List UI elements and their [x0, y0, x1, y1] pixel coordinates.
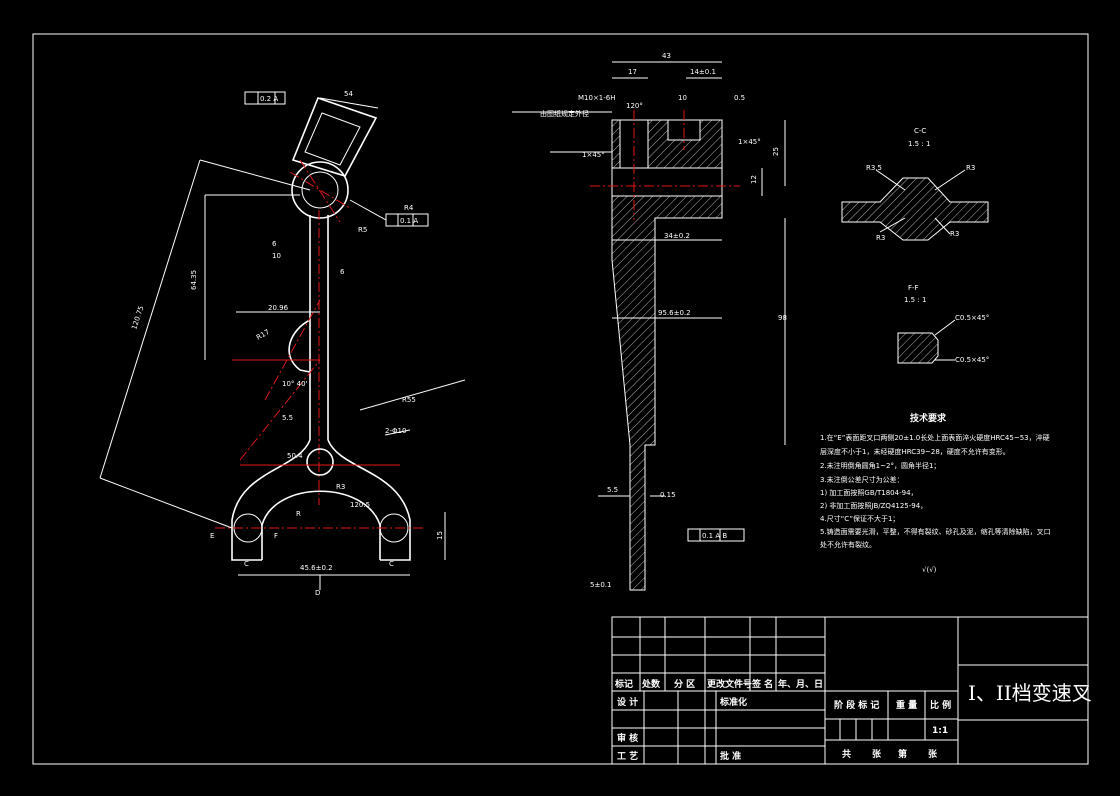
technical-requirements: 技术要求 1.在“E”表面距叉口两侧20±1.0长处上面表面淬火硬度HRC45~… — [820, 412, 1051, 574]
tb-total: 共 — [842, 748, 851, 760]
dim-r5: R5 — [358, 226, 367, 234]
dim-10: 10 — [272, 252, 281, 260]
tb-zone: 分 区 — [674, 678, 695, 690]
cc-r35: R3.5 — [866, 164, 882, 172]
sdim-chamfer1: 1×45° — [738, 138, 761, 146]
tech-req-title: 技术要求 — [910, 412, 947, 424]
tb-weight: 重 量 — [896, 699, 917, 711]
sdim-43: 43 — [662, 52, 671, 60]
title-block: 标记 处数 分 区 更改文件号 签 名 年、月、日 设 计 标准化 审 核 工 … — [611, 616, 1092, 765]
tb-page: 第 — [898, 748, 907, 760]
dim-r55: R55 — [402, 396, 416, 404]
tb-review: 审 核 — [617, 732, 638, 744]
tech-req-line-1: 1.在“E”表面距叉口两侧20±1.0长处上面表面淬火硬度HRC45~53，淬硬 — [820, 433, 1050, 442]
front-view: 0.2 A 0.1 A 54 R4 R5 6 10 6 64.35 20.96 … — [99, 90, 466, 597]
tb-marker: 标记 — [614, 678, 633, 690]
dim-55: 5.5 — [282, 414, 293, 422]
dim-e: E — [210, 532, 214, 540]
tb-approve: 批 准 — [720, 750, 741, 762]
dim-d: D — [315, 589, 320, 597]
tol-frame-1: 0.2 A — [260, 95, 278, 103]
dim-f: F — [274, 532, 278, 540]
dim-50: 50.4 — [287, 452, 303, 460]
dim-120: 120.75 — [130, 305, 145, 331]
sdim-55: 5.5 — [607, 486, 618, 494]
tb-scale-value: 1:1 — [932, 726, 948, 736]
dim-64: 64.35 — [190, 270, 198, 290]
tech-req-line-4: 3.未注倒公差尺寸为公差： — [820, 475, 904, 484]
drawing-border — [32, 33, 1089, 765]
tb-design: 设 计 — [617, 696, 638, 708]
tb-stage: 阶 段 标 记 — [834, 699, 879, 711]
ff-c2: C0.5×45° — [955, 356, 989, 364]
sdim-25: 25 — [772, 147, 780, 156]
dim-r17: R17 — [255, 328, 271, 342]
tech-req-line-9: 处不允许有裂纹。 — [820, 540, 876, 549]
dim-r3: R3 — [336, 483, 345, 491]
section-ff-label: F-F — [908, 284, 919, 292]
tol-frame-2: 0.1 A — [400, 217, 418, 225]
section-cc-scale: 1.5 : 1 — [908, 140, 930, 148]
sdim-95: 95.6±0.2 — [658, 309, 691, 317]
sdim-12: 12 — [750, 175, 758, 184]
dim-angle: 10° 40' — [282, 380, 308, 388]
side-view: 0.1 A B 43 17 14±0.1 M10×1-6H 120° 10 0.… — [512, 52, 787, 591]
tech-req-line-2: 层深度不小于1，未经硬度HRC39~28，硬度不允许有变形。 — [820, 447, 1010, 456]
tb-sheet2: 张 — [928, 748, 938, 760]
sdim-14: 14±0.1 — [690, 68, 716, 76]
sdim-10: 10 — [678, 94, 687, 102]
roughness-symbol: √(√) — [922, 566, 937, 574]
tech-req-line-6: 2) 非加工面按照JB/ZQ4125-94， — [820, 501, 927, 510]
tech-req-line-8: 5.铸造面需要光滑，平整，不得有裂纹、砂孔及泥，缩孔等清除缺陷，叉口 — [820, 527, 1051, 536]
tb-date: 年、月、日 — [778, 678, 823, 690]
tb-signature: 签 名 — [751, 678, 773, 690]
dim-120-5: 120.5 — [350, 501, 370, 509]
tb-count: 处数 — [641, 678, 661, 690]
sdim-05: 0.5 — [734, 94, 745, 102]
dim-54: 54 — [344, 90, 353, 98]
sdim-120deg: 120° — [626, 102, 643, 110]
dim-45: 45.6±0.2 — [300, 564, 333, 572]
tb-sheets: 张 — [872, 748, 882, 760]
section-cc-label: C-C — [914, 127, 926, 135]
sdim-chamfer2: 1×45° — [582, 151, 605, 159]
sdim-34: 34±0.2 — [664, 232, 690, 240]
dim-15: 15 — [436, 531, 444, 540]
dim-c1: C — [244, 560, 249, 568]
tb-standard: 标准化 — [719, 696, 747, 708]
dim-c2: C — [389, 560, 394, 568]
sdim-5: 5±0.1 — [590, 581, 611, 589]
tech-req-line-5: 1) 加工面按照GB/T1804-94， — [820, 488, 918, 497]
section-ff: F-F 1.5 : 1 C0.5×45° C0.5×45° — [897, 284, 989, 364]
section-cc: C-C 1.5 : 1 R3.5 R3 R3 R3 — [841, 127, 989, 242]
cc-r3b: R3 — [876, 234, 885, 242]
ff-c1: C0.5×45° — [955, 314, 989, 322]
dim-r4: R4 — [404, 204, 414, 212]
sdim-98: 98 — [778, 314, 787, 322]
cc-r3c: R3 — [950, 230, 959, 238]
part-title: I、II档变速叉 — [968, 681, 1092, 705]
cc-r3a: R3 — [966, 164, 975, 172]
tb-process: 工 艺 — [617, 750, 638, 762]
dim-20: 20.96 — [268, 304, 289, 312]
tol-frame-3: 0.1 A B — [702, 532, 727, 540]
sdim-note: 由图纸规定外径 — [540, 109, 589, 118]
dim-6a: 6 — [272, 240, 277, 248]
dim-6b: 6 — [340, 268, 345, 276]
tb-ratio: 比 例 — [930, 699, 951, 711]
tb-change-doc: 更改文件号 — [707, 678, 752, 690]
tech-req-line-7: 4.尺寸“C”保证不大于1； — [820, 514, 899, 523]
sdim-015: 0.15 — [660, 491, 676, 499]
tech-req-line-3: 2.未注明倒角圆角1~2°，圆角半径1； — [820, 461, 940, 470]
sdim-17: 17 — [628, 68, 637, 76]
section-ff-scale: 1.5 : 1 — [904, 296, 926, 304]
dim-phi10: 2-Φ10 — [385, 427, 406, 435]
dim-r: R — [296, 510, 301, 518]
sdim-m10: M10×1-6H — [578, 94, 616, 102]
